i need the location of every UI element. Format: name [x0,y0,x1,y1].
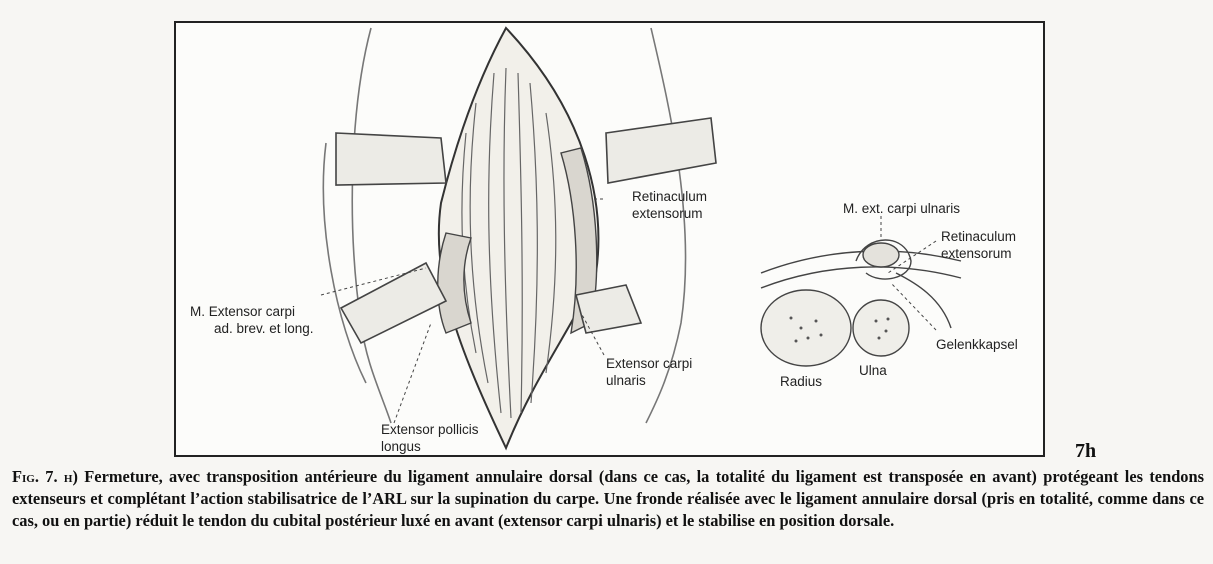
label-extensor-pollicis-longus: Extensor pollicis longus [381,421,479,455]
label-retinaculum-extensorum-left: Retinaculum extensorum [632,188,707,222]
label-ulna: Ulna [859,362,887,379]
figure-caption: Fig. 7. h) Fermeture, avec transposition… [12,466,1204,532]
surgical-illustration [176,23,1043,455]
label-gelenkkapsel: Gelenkkapsel [936,336,1018,353]
caption-label: Fig. 7. h) [12,467,78,486]
ecu-tendon [863,243,899,267]
label-radius: Radius [780,373,822,390]
ulna-bone [853,300,909,356]
label-m-extensor-carpi: M. Extensor carpi ad. brev. et long. [190,303,314,337]
label-extensor-carpi-ulnaris: Extensor carpi ulnaris [606,355,692,389]
label-retinaculum-extensorum-right: Retinaculum extensorum [941,228,1016,262]
label-m-ext-carpi-ulnaris: M. ext. carpi ulnaris [843,200,960,217]
radius-bone [761,290,851,366]
caption-text: Fermeture, avec transposition antérieure… [12,467,1204,530]
figure-frame: Retinaculum extensorum M. Extensor carpi… [174,21,1045,457]
cross-section-drawing [761,240,961,366]
figure-number: 7h [1075,440,1096,463]
